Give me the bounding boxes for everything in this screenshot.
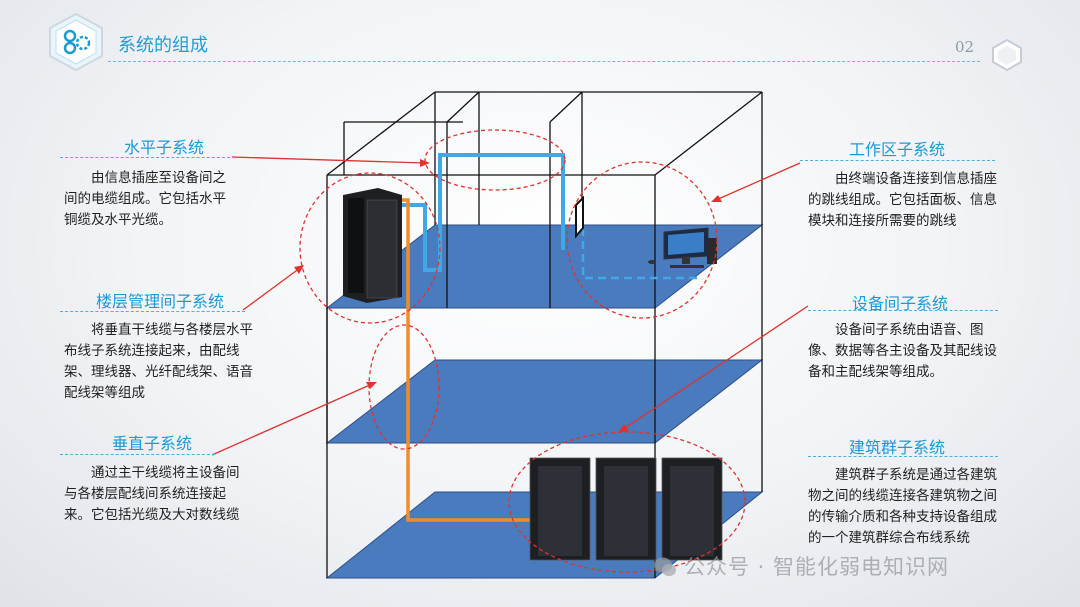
wechat-icon [654,557,676,576]
hexagon-decoration-icon [992,38,1022,72]
floor-slab-middle [325,359,764,444]
floor-mgmt-subsystem-title: 楼层管理间子系统 [96,292,225,311]
horizontal-blue-cable [398,153,565,272]
building-group-subsystem-rule [808,456,998,457]
header-divider [108,61,980,62]
equipment-room-subsystem-title: 设备间子系统 [852,294,949,313]
info-outlet-icon [575,195,584,239]
vertical-subsystem-desc: 通过主干线缆将主设备间与各楼层配线间系统连接起来。它包括光缆及大对数线缆 [64,465,240,523]
horizontal-subsystem-title: 水平子系统 [124,138,205,157]
floor-mgmt-subsystem-rule [60,311,245,312]
work-area-subsystem-rule [800,160,995,161]
vertical-subsystem-title: 垂直子系统 [112,434,193,453]
work-area-subsystem-title: 工作区子系统 [849,140,946,159]
floor-mgmt-subsystem-desc: 将垂直干线缆与各楼层水平布线子系统连接起来，由配线架、理线器、光纤配线架、语音配… [64,322,253,401]
equipment-room-subsystem-rule [808,310,998,311]
workstation-computer-icon [648,227,717,268]
horizontal-dashed-cable [581,228,700,280]
watermark-text: 公众号 · 智能化弱电知识网 [684,555,950,579]
horizontal-subsystem-rule [60,157,235,158]
callout-arrows [211,156,809,456]
equipment-room-subsystem-desc: 设备间子系统由语音、图像、数据等各主设备及其配线设备和主配线架等组成。 [808,322,997,380]
horizontal-subsystem-desc: 由信息插座至设备间之间的电缆组成。它包括水平铜缆及水平光缆。 [64,170,226,228]
work-area-subsystem-desc: 由终端设备连接到信息插座的跳线组成。它包括面板、信息模块和连接所需要的跳线 [808,171,997,229]
page-number: 02 [955,38,975,56]
building-group-subsystem-desc: 建筑群子系统是通过各建筑物之间的线缆连接各建筑物之间的传输介质和各种支持设备组成… [808,467,997,546]
vertical-subsystem-rule [60,454,215,455]
server-cabinet-group [529,457,723,561]
page-title: 系统的组成 [118,35,208,56]
building-group-subsystem-title: 建筑群子系统 [849,438,946,457]
server-cabinet-top [343,188,402,303]
highlight-ellipses [299,129,746,573]
gears-icon [49,12,103,72]
